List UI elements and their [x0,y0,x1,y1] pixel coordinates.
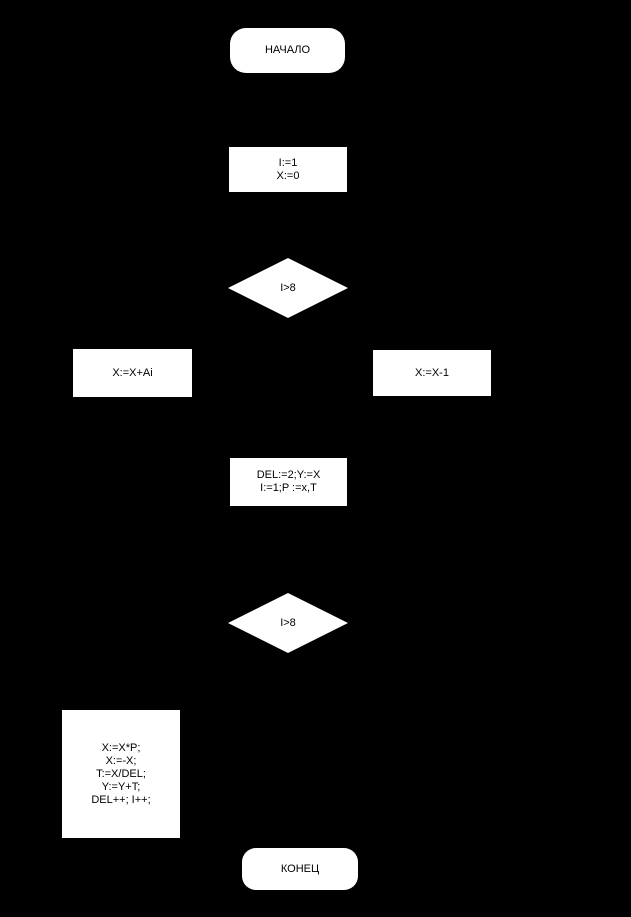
process-loop-body-line-3: T:=X/DEL; [96,767,146,780]
process-init-line-2: X:=0 [276,169,300,182]
terminal-end-label: КОНЕЦ [280,862,320,875]
process-init2-line-1: DEL:=2;Y:=X [256,469,321,481]
process-branch-right-label: X:=X-1 [415,366,449,379]
decision-loop1-condition: I>8 [228,258,348,318]
process-init-line-1: I:=1 [278,156,298,169]
process-branch-left-label: X:=X+Ai [112,366,153,379]
process-loop-body: X:=X*P; X:=-X; T:=X/DEL; Y:=Y+T; DEL++; … [62,710,180,838]
process-init2-line-2: I:=1;P :=x,T [260,482,317,494]
terminal-end: КОНЕЦ [242,848,358,890]
terminal-start-label: НАЧАЛО [264,44,311,56]
process-loop-body-line-1: X:=X*P; [101,741,141,754]
process-init2: DEL:=2;Y:=X I:=1;P :=x,T [230,458,347,506]
process-loop-body-line-4: Y:=Y+T; [101,780,141,793]
decision-loop1-label: I>8 [280,281,296,294]
process-branch-right: X:=X-1 [373,350,491,396]
process-branch-left: X:=X+Ai [73,349,192,397]
decision-loop2-condition: I>8 [228,593,348,653]
process-loop-body-line-2: X:=-X; [105,754,137,767]
process-loop-body-line-5: DEL++; I++; [91,793,151,806]
decision-loop2-label: I>8 [280,616,296,629]
terminal-start: НАЧАЛО [230,28,345,73]
process-init: I:=1 X:=0 [229,147,347,192]
